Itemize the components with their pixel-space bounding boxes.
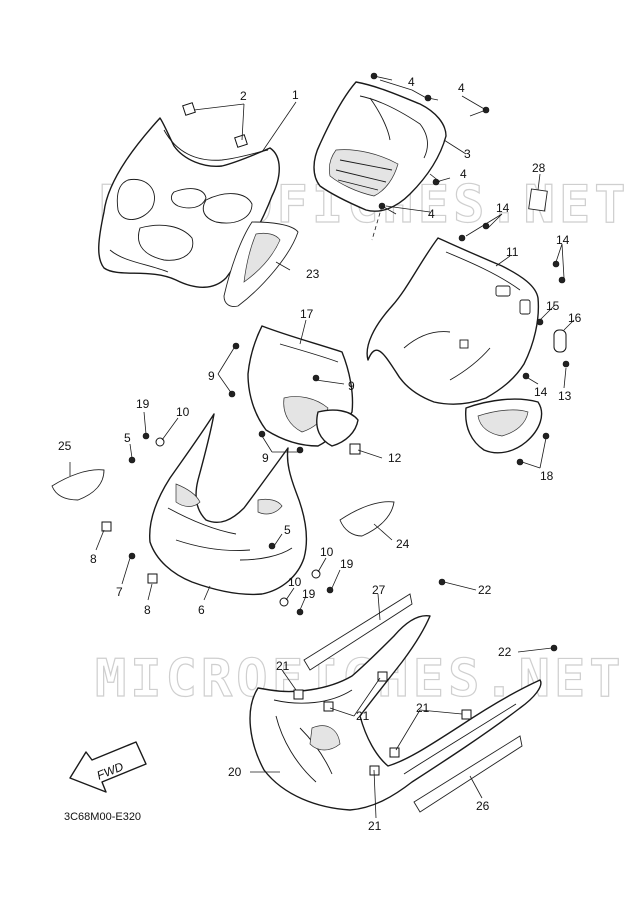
part-15-screw (536, 318, 544, 326)
callout-26: 26 (476, 799, 490, 813)
callout-24: 24 (396, 537, 410, 551)
part-27-decal (303, 593, 413, 671)
part-3-inner-housing (313, 81, 447, 212)
fwd-arrow: FWD (69, 741, 147, 793)
callout-9b: 9 (348, 379, 355, 393)
part-25-decal (51, 469, 105, 501)
callout-20: 20 (228, 765, 242, 779)
part-2-clips (182, 102, 248, 148)
diagram-code: 3C68M00-E320 (64, 811, 141, 823)
callout-28: 28 (532, 161, 546, 175)
part-17-center-bracket (247, 325, 359, 447)
callout-9c: 9 (262, 451, 269, 465)
callout-8b: 8 (144, 603, 151, 617)
part-16-grommet (553, 329, 567, 353)
callout-10a: 10 (176, 405, 190, 419)
part-11-inner-panel (366, 237, 540, 405)
callout-19a: 19 (136, 397, 150, 411)
part-14-screws (458, 222, 570, 466)
part-4-screws (370, 72, 490, 215)
part-6-lower-cover (148, 413, 308, 596)
callout-21a: 21 (276, 659, 290, 673)
callout-14b: 14 (556, 233, 570, 247)
callout-22b: 22 (498, 645, 512, 659)
callout-4a: 4 (408, 75, 415, 89)
part-21-clips (293, 671, 472, 776)
callout-2: 2 (240, 89, 247, 103)
callout-10c: 10 (288, 575, 302, 589)
callout-27: 27 (372, 583, 386, 597)
part-20-floor-panel (249, 615, 542, 811)
callout-12: 12 (388, 451, 402, 465)
callout-6: 6 (198, 603, 205, 617)
callout-14c: 14 (534, 385, 548, 399)
callout-23: 23 (306, 267, 320, 281)
callout-4c: 4 (460, 167, 467, 181)
callout-9a: 9 (208, 369, 215, 383)
callout-10b: 10 (320, 545, 334, 559)
callout-1: 1 (292, 88, 299, 102)
callout-21d: 21 (368, 819, 382, 833)
part-12-clip (349, 443, 361, 455)
callout-7: 7 (116, 585, 123, 599)
callout-13: 13 (558, 389, 572, 403)
callout-19b: 19 (340, 557, 354, 571)
callout-19c: 19 (302, 587, 316, 601)
callouts: 1 2 3 4 4 4 4 28 14 11 14 15 16 14 13 18… (58, 75, 582, 833)
callout-15: 15 (546, 299, 560, 313)
callout-16: 16 (568, 311, 582, 325)
callout-22a: 22 (478, 583, 492, 597)
fasteners-lower-cover (101, 342, 334, 616)
callout-25: 25 (58, 439, 72, 453)
part-26-decal (413, 735, 523, 813)
leader-lines (69, 79, 575, 819)
callout-5a: 5 (124, 431, 131, 445)
callout-11: 11 (506, 245, 519, 259)
callout-4b: 4 (458, 81, 465, 95)
callout-18: 18 (540, 469, 554, 483)
callout-8a: 8 (90, 552, 97, 566)
callout-14a: 14 (496, 201, 510, 215)
part-24-decal (339, 501, 395, 537)
callout-17: 17 (300, 307, 314, 321)
callout-21b: 21 (356, 709, 370, 723)
part-1-front-cowl (98, 117, 280, 288)
part-28-tag (528, 188, 548, 212)
callout-4d: 4 (428, 207, 435, 221)
callout-21c: 21 (416, 701, 430, 715)
callout-3: 3 (464, 147, 471, 161)
callout-5b: 5 (284, 523, 291, 537)
